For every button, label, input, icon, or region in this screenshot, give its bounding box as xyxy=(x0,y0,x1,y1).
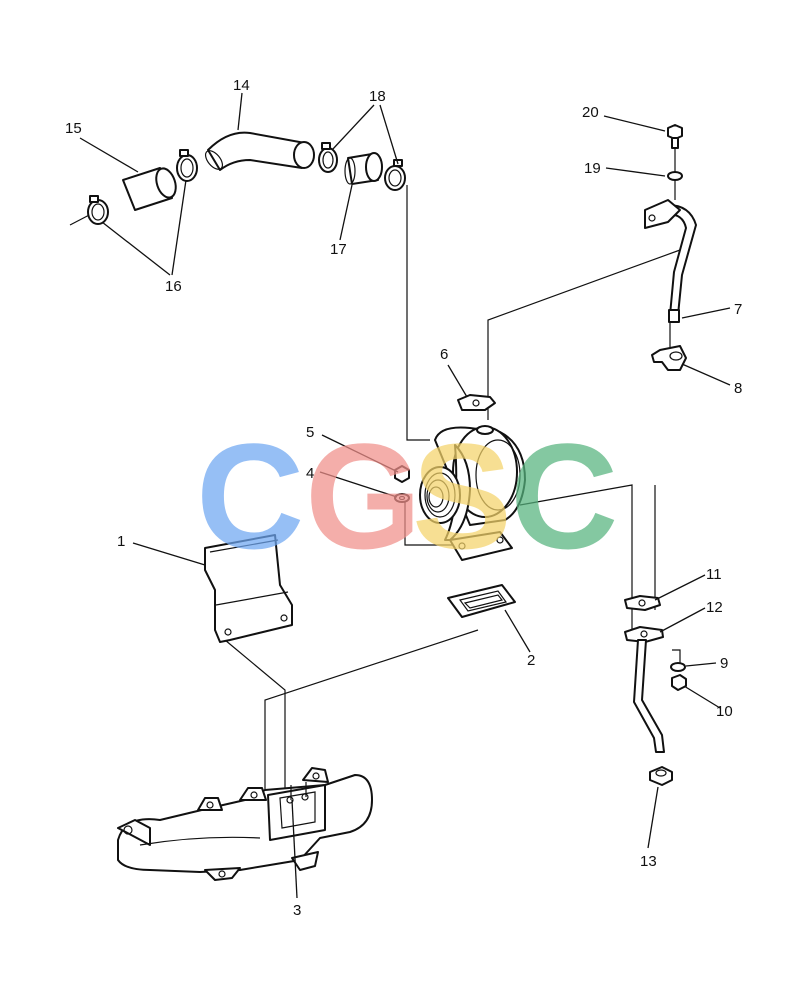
elbow-fitting-part xyxy=(651,345,687,371)
exhaust-manifold-part xyxy=(117,767,373,881)
washer-9-and-bolt-10-parts xyxy=(670,662,687,691)
watermark-letter-c1: C xyxy=(196,412,304,580)
oil-inlet-gasket-part xyxy=(457,394,496,411)
callout-11: 11 xyxy=(706,566,722,583)
callout-3: 3 xyxy=(293,902,301,919)
callout-20: 20 xyxy=(582,104,599,121)
callout-4: 4 xyxy=(306,465,314,482)
callout-numbers: 1 2 3 4 5 6 7 8 9 10 11 12 13 14 15 16 1… xyxy=(65,77,742,919)
callout-18: 18 xyxy=(369,88,386,105)
oil-supply-tube-part xyxy=(644,199,697,323)
watermark-letter-s: S xyxy=(412,412,512,580)
watermark: C G S C xyxy=(196,412,618,580)
oil-drain-tube-part xyxy=(633,639,665,753)
washer-19-and-bolt-20-parts xyxy=(667,124,683,181)
callout-7: 7 xyxy=(734,301,742,318)
callout-17: 17 xyxy=(330,241,347,258)
hose-clamps-16-parts xyxy=(87,149,198,225)
hose-sleeve-17-part xyxy=(344,152,383,185)
callout-10: 10 xyxy=(716,703,733,720)
callout-2: 2 xyxy=(527,652,535,669)
hose-sleeve-15-part xyxy=(122,167,177,211)
callout-19: 19 xyxy=(584,160,601,177)
watermark-letter-g: G xyxy=(305,412,422,580)
callout-13: 13 xyxy=(640,853,657,870)
alignment-lines xyxy=(69,145,681,790)
drain-fitting-part xyxy=(649,766,673,786)
turbo-gasket-part xyxy=(447,584,516,618)
callout-5: 5 xyxy=(306,424,314,441)
callout-16: 16 xyxy=(165,278,182,295)
heat-shield-part xyxy=(204,534,293,643)
elbow-hose-part xyxy=(204,131,315,171)
callout-6: 6 xyxy=(440,346,448,363)
washer-and-nut-parts xyxy=(394,465,410,503)
callout-14: 14 xyxy=(233,77,250,94)
turbocharger-assembly xyxy=(419,425,526,561)
watermark-letter-c2: C xyxy=(510,412,618,580)
callout-15: 15 xyxy=(65,120,82,137)
callout-leader-lines xyxy=(79,92,731,899)
callout-12: 12 xyxy=(706,599,723,616)
hose-clamps-18-parts xyxy=(318,142,406,191)
callout-1: 1 xyxy=(117,533,125,550)
callout-9: 9 xyxy=(720,655,728,672)
drain-gaskets-parts xyxy=(624,595,664,643)
callout-8: 8 xyxy=(734,380,742,397)
